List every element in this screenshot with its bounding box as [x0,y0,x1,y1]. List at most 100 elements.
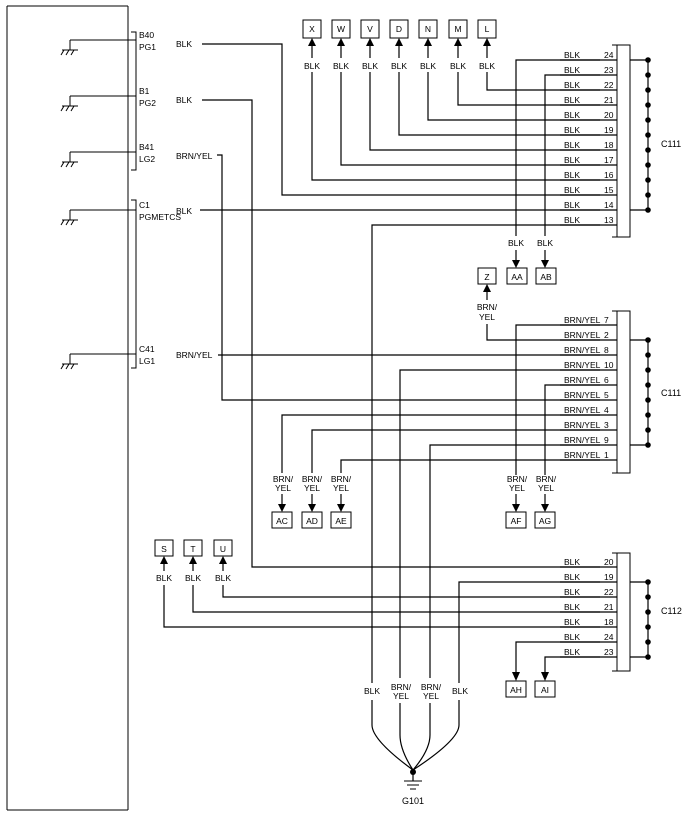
mid-left-terminals: BRN/ YEL BRN/ YEL BRN/ YEL AC AD AE [271,474,352,529]
connector-label: C111 [661,139,681,149]
wire-color-label: BLK [156,573,172,583]
wire-color-label: BRN/YEL [564,360,601,370]
ecm-pin-name: PGMETCS [139,212,181,222]
wire-color-label: BLK [450,61,466,71]
wire-color-label: YEL [304,483,320,493]
wire-color-label: BLK [537,238,553,248]
wire-color-label: BLK [564,170,580,180]
wire-color-label: BLK [452,686,468,696]
pin-number: 24 [604,632,614,642]
wire-color-label: BLK [420,61,436,71]
pin-number: 15 [604,185,614,195]
connector-label: C112 [661,606,682,616]
c111-down-terminals: BLK BLK AA AB [506,238,557,285]
terminal-name: AB [540,272,552,282]
ecm-pin-name: LG2 [139,154,155,164]
mid-right-terminals: BRN/ YEL BRN/ YEL AF AG [505,474,557,529]
wire-color-label: BRN/YEL [564,315,601,325]
terminal-name: N [425,24,431,34]
terminal-name: M [454,24,461,34]
wire-color-label: BLK [479,61,495,71]
junction-dots [645,57,651,660]
pin-number: 20 [604,557,614,567]
wire-color-label: BRN/YEL [176,151,213,161]
terminal-name: W [337,24,345,34]
ecm-brackets [131,31,137,369]
wire-color-label: BRN/YEL [564,405,601,415]
c112-down-wires: AH AI [505,641,600,698]
ecm-ground-pg2 [60,95,136,112]
wire-color-label: BRN/ [391,682,412,692]
top-terminals: X W V D N M L [302,19,497,39]
wire-color-label: BLK [564,200,580,210]
wire-pg1 [202,43,600,196]
terminal-name: AH [510,685,522,695]
wire-color-label: BLK [564,50,580,60]
wire-color-label: YEL [423,691,439,701]
terminal-name: AF [511,516,522,526]
wire-color-label: YEL [393,691,409,701]
wire-color-label: BLK [564,95,580,105]
connector-label: C111 [661,388,681,398]
wire-color-label: BLK [564,80,580,90]
ecm-pin-id: B41 [139,142,154,152]
pin-number: 5 [604,390,609,400]
pin-number: 1 [604,450,609,460]
top-terminal-wire-labels: BLK BLK BLK BLK BLK BLK BLK [304,61,495,71]
pin-number: 6 [604,375,609,385]
wire-color-label: BLK [564,572,580,582]
pin-number: 18 [604,140,614,150]
c112-connector: C112 [612,552,682,672]
wire-color-label: BLK [564,215,580,225]
pin-number: 21 [604,602,614,612]
ecm-pin-name: LG1 [139,356,155,366]
wire-color-label: BLK [185,573,201,583]
wire-color-label: BLK [176,39,192,49]
wire-color-label: BLK [508,238,524,248]
pin-number: 16 [604,170,614,180]
wire-color-label: BLK [564,155,580,165]
wire-color-label: BLK [304,61,320,71]
terminal-name: AA [511,272,523,282]
wire-color-label: BLK [564,557,580,567]
pin-number: 18 [604,617,614,627]
stu-terminals: S T U BLK BLK BLK [154,539,600,628]
wire-color-label: BRN/YEL [564,420,601,430]
terminal-name: AE [335,516,347,526]
wire-lg2 [217,154,600,401]
pin-number: 22 [604,587,614,597]
ecm-ground-pg1 [60,39,136,56]
ecm-panel [6,5,129,811]
wire-color-label: YEL [538,483,554,493]
terminal-name: D [396,24,402,34]
pin-number: 19 [604,125,614,135]
wire-color-label: YEL [509,483,525,493]
wire-color-label: BRN/ [331,474,352,484]
terminal-name: S [161,544,167,554]
pin-number: 20 [604,110,614,120]
terminal-name: L [485,24,490,34]
wire-color-label: BLK [364,686,380,696]
wire-color-label: BLK [333,61,349,71]
wire-color-label: YEL [333,483,349,493]
ecm-ground-symbols [60,39,136,370]
pin-number: 14 [604,200,614,210]
wire-color-label: BLK [564,65,580,75]
ecm-pin-id: C41 [139,344,155,354]
ecm-wire-labels: BLK BLK BRN/YEL BLK BRN/YEL [176,39,213,360]
pin-number: 13 [604,215,614,225]
wire-color-label: BRN/YEL [564,330,601,340]
wire-color-label: BLK [176,95,192,105]
c111-top-connector: C111 [612,44,681,238]
terminal-name: X [309,24,315,34]
ecm-wires [200,43,600,568]
ecm-ground-lg1 [60,353,136,370]
terminal-name: AD [306,516,318,526]
wire-color-label: BRN/YEL [564,375,601,385]
pin-number: 23 [604,65,614,75]
terminal-name: U [220,544,226,554]
c111-mid-connector: C111 [612,310,681,474]
